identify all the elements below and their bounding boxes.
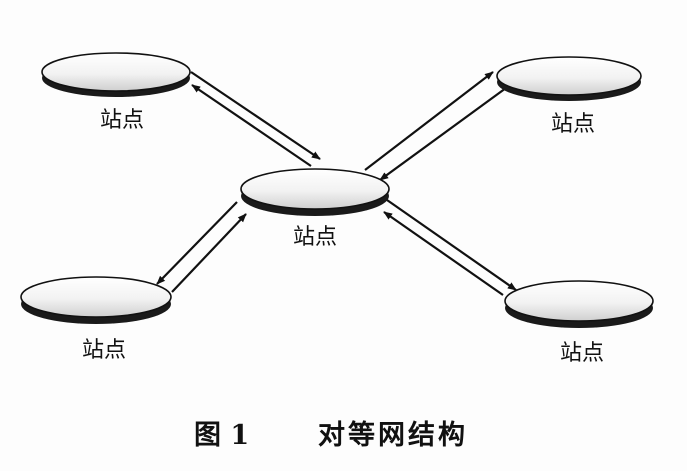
arrow-to-center <box>171 213 247 293</box>
figure-number: 图 1 <box>194 420 249 451</box>
edge-center-bottom-left <box>156 201 247 293</box>
edge-center-top-left <box>190 71 321 167</box>
node-disc <box>41 52 191 92</box>
node-bottom-right: 站点 <box>504 280 654 366</box>
node-disc <box>240 168 390 210</box>
node-disc <box>504 280 654 322</box>
node-disc <box>20 276 172 318</box>
figure-title: 对等网结构 <box>318 419 468 451</box>
arrow-to-bottom-left <box>156 201 238 285</box>
node-label: 站点 <box>560 341 604 366</box>
node-center: 站点 <box>240 168 390 250</box>
arrow-to-top-right <box>364 71 494 171</box>
figure-caption: 图 1 对等网结构 <box>194 419 468 451</box>
node-label: 站点 <box>551 112 595 137</box>
edge-center-bottom-right <box>383 199 517 296</box>
arrow-to-center <box>383 211 504 296</box>
arrow-to-center <box>190 71 321 160</box>
node-label: 站点 <box>82 338 126 363</box>
node-label: 站点 <box>293 225 337 250</box>
edge-center-top-right <box>364 71 507 181</box>
node-top-right: 站点 <box>496 56 642 137</box>
node-disc <box>496 56 642 96</box>
node-bottom-left: 站点 <box>20 276 172 363</box>
arrow-to-center <box>379 87 507 181</box>
node-label: 站点 <box>100 108 144 133</box>
arrow-to-bottom-right <box>386 199 517 291</box>
node-top-left: 站点 <box>41 52 191 133</box>
arrow-to-top-left <box>191 84 312 167</box>
